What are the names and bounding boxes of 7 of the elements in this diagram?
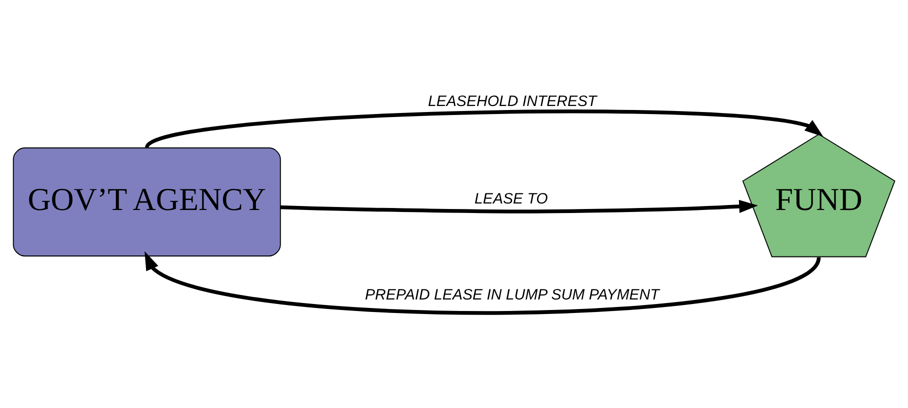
- edge-label: LEASEHOLD INTEREST: [428, 92, 597, 110]
- node-box: GOV’T AGENCY: [12, 147, 281, 256]
- arrow: [280, 200, 758, 214]
- arrow: [146, 110, 824, 149]
- edge-label: PREPAID LEASE IN LUMP SUM PAYMENT: [365, 286, 660, 304]
- arrow: [144, 251, 820, 315]
- edge-label: LEASE TO: [474, 190, 548, 208]
